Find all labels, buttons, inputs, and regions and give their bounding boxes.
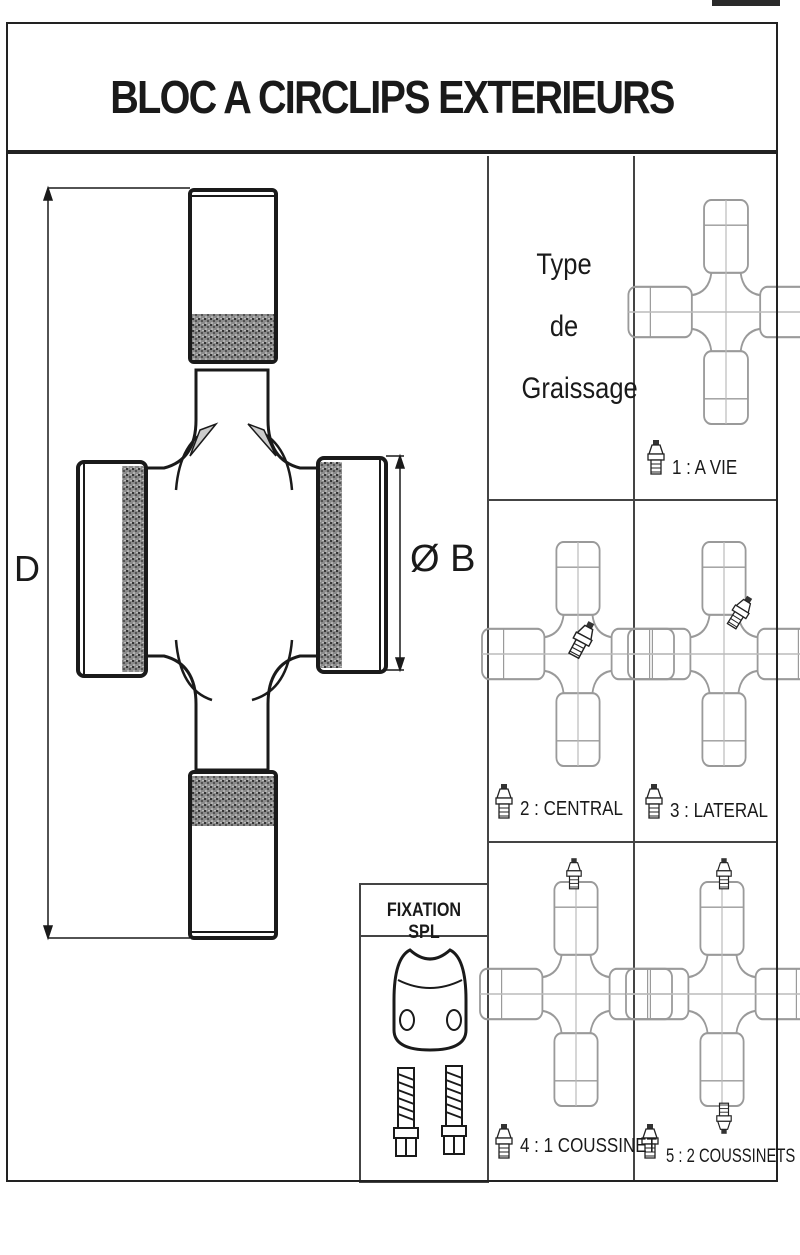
graissage-type-1-label: 1 : A VIE: [672, 457, 738, 479]
page-title: BLOC A CIRCLIPS EXTERIEURS: [110, 71, 675, 123]
outer-frame: [6, 22, 778, 1182]
graissage-heading-line-3: Graissage: [521, 372, 638, 405]
bolt-icon-left: [393, 1067, 419, 1157]
corner-mark: [712, 0, 780, 6]
graissage-type-5-label: 5 : 2 COUSSINETS: [666, 1146, 796, 1167]
dimension-b-line: [386, 453, 406, 673]
graissage-type-2-label: 2 : CENTRAL: [520, 798, 623, 820]
dimension-b-label: Ø B: [410, 538, 476, 580]
title-box: BLOC A CIRCLIPS EXTERIEURS: [6, 22, 778, 154]
fixation-box: [359, 883, 489, 1183]
bolt-icon-right: [441, 1065, 467, 1155]
fixation-title: FIXATION SPL: [386, 900, 462, 943]
bottom-bearing-cup: [188, 770, 278, 940]
graissage-type-3-label: 3 : LATERAL: [670, 800, 768, 822]
dimension-d-line: [42, 185, 190, 941]
top-bearing-cup: [188, 188, 278, 364]
clamp-plate-icon: [392, 948, 468, 1052]
left-bearing-cup: [76, 460, 148, 678]
dimension-d-label: D: [14, 548, 40, 589]
right-bearing-cup: [316, 456, 388, 674]
graissage-type-4-label: 4 : 1 COUSSINET: [520, 1135, 657, 1157]
graissage-heading-line-1: Type: [536, 248, 592, 281]
graissage-heading-line-2: de: [549, 310, 579, 343]
